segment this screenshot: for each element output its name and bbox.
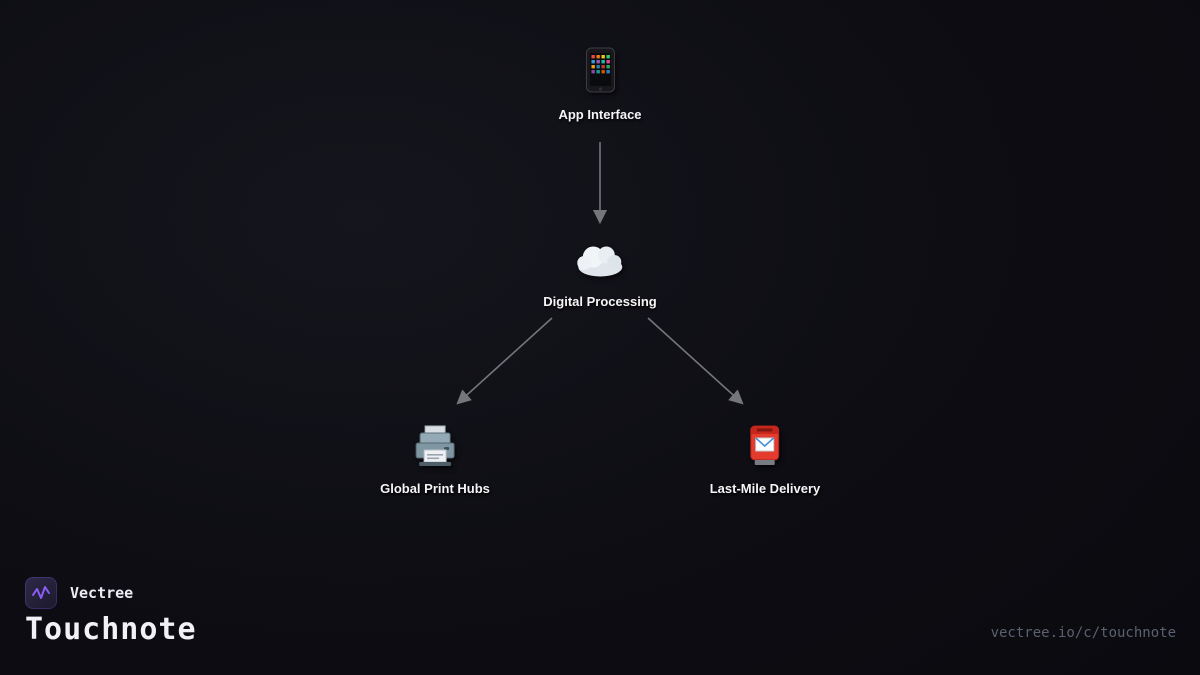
diagram-node-global-print-hubs: Global Print Hubs	[380, 424, 490, 496]
diagram-node-last-mile-delivery: Last-Mile Delivery	[709, 421, 821, 496]
poster-url: vectree.io/c/touchnote	[990, 625, 1176, 641]
node-label: Last-Mile Delivery	[709, 481, 821, 496]
edge-cloud-to-mail	[647, 317, 744, 405]
printer-icon	[412, 424, 458, 468]
brand-name: Vectree	[70, 584, 134, 602]
smartphone-icon	[583, 47, 617, 93]
mailbox-icon	[745, 421, 785, 468]
brand-row: Vectree	[25, 577, 133, 609]
edge-cloud-to-print	[456, 317, 553, 405]
vectree-logo	[25, 577, 57, 609]
node-label: Global Print Hubs	[380, 481, 490, 496]
node-label: Digital Processing	[543, 294, 657, 309]
diagram-node-app-interface: App Interface	[558, 47, 642, 122]
cloud-icon	[574, 240, 626, 278]
poster-footer: Vectree Touchnote vectree.io/c/touchnote	[0, 555, 1200, 675]
diagram-edges	[456, 142, 744, 405]
poster-title: Touchnote	[25, 612, 197, 647]
node-label: App Interface	[558, 107, 642, 122]
diagram-node-digital-processing: Digital Processing	[543, 240, 657, 309]
